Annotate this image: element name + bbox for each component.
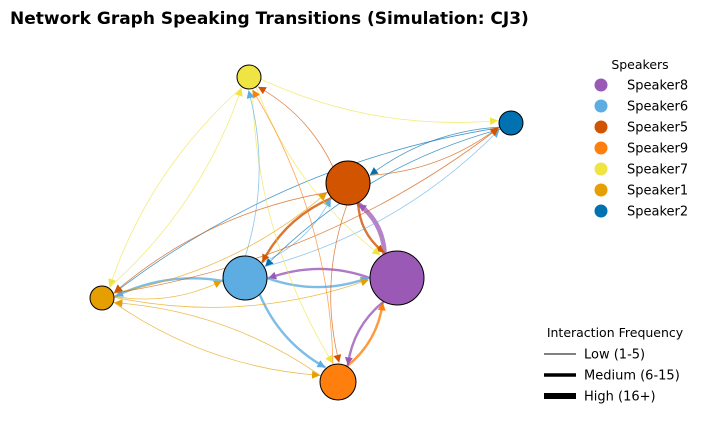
frequency-legend: Interaction Frequency Low (1-5) Medium (6… (544, 325, 684, 405)
edge-speaker5-to-speaker9 (330, 204, 348, 363)
speakers-legend-title: Speakers (611, 57, 668, 72)
page-title: Network Graph Speaking Transitions (Simu… (10, 9, 529, 29)
edge-speaker8-to-speaker9 (344, 300, 385, 366)
edge-speaker1-to-speaker7 (108, 87, 243, 289)
speaker-legend-label: Speaker2 (627, 205, 688, 220)
edge-speaker6-to-speaker2 (263, 129, 500, 268)
edge-speaker1-to-speaker6 (113, 280, 222, 300)
edge-speaker1-to-speaker2 (112, 128, 499, 294)
edge-speaker6-to-speaker7 (245, 90, 260, 257)
node-speaker5[interactable] (325, 160, 371, 206)
edge-speaker1-to-speaker5 (112, 192, 327, 294)
speaker-legend-label: Speaker7 (627, 163, 688, 178)
nodes-layer (89, 64, 524, 401)
speaker-legend-label: Speaker8 (627, 79, 688, 94)
frequency-legend-item: Medium (6-15) (544, 369, 680, 384)
edge-speaker5-to-speaker1 (114, 191, 329, 293)
edges-layer (108, 78, 501, 379)
edge-speaker2-to-speaker1 (114, 127, 501, 293)
frequency-legend-title: Interaction Frequency (547, 325, 684, 340)
speaker-legend-swatch (594, 204, 608, 218)
edge-speaker7-to-speaker9 (252, 88, 333, 364)
edge-speaker5-to-speaker2 (368, 127, 499, 176)
speaker-legend-swatch (594, 183, 608, 197)
edge-speaker7-to-speaker8 (255, 86, 381, 256)
speaker-legend-swatch (594, 120, 608, 134)
frequency-legend-item: High (16+) (544, 390, 656, 405)
speaker-legend-swatch (594, 162, 608, 176)
speaker-legend-swatch (594, 99, 608, 113)
node-speaker7[interactable] (236, 64, 262, 90)
edge-speaker8-to-speaker6 (267, 267, 372, 280)
node-speaker9[interactable] (319, 363, 357, 401)
edge-speaker5-to-speaker7 (257, 86, 334, 168)
edge-speaker6-to-speaker9 (258, 293, 326, 369)
speaker-legend-item: Speaker6 (594, 99, 688, 115)
speaker-legend-label: Speaker1 (627, 184, 688, 199)
edge-speaker2-to-speaker6 (265, 128, 501, 267)
frequency-legend-label: High (16+) (584, 390, 656, 405)
edge-speaker2-to-speaker5 (369, 126, 501, 176)
edge-speaker1-to-speaker8 (113, 278, 369, 308)
edge-speaker6-to-speaker5 (260, 198, 331, 264)
node-speaker8[interactable] (369, 250, 425, 306)
speaker-legend-item: Speaker5 (594, 120, 688, 136)
edge-speaker7-to-speaker1 (108, 86, 243, 288)
edge-speaker9-to-speaker8 (345, 302, 386, 368)
edge-speaker5-to-speaker6 (261, 196, 333, 263)
edge-speaker7-to-speaker2 (260, 78, 498, 126)
frequency-legend-item: Low (1-5) (544, 348, 645, 363)
speaker-legend-item: Speaker1 (594, 183, 688, 199)
speaker-legend-swatch (594, 141, 608, 155)
edge-speaker1-to-speaker9 (112, 301, 320, 379)
frequency-legend-label: Medium (6-15) (584, 369, 680, 384)
node-speaker2[interactable] (498, 110, 524, 136)
speaker-legend-label: Speaker6 (627, 100, 688, 115)
speaker-legend-item: Speaker7 (594, 162, 688, 178)
speaker-legend-swatch (594, 78, 608, 92)
speaker-legend-item: Speaker9 (594, 141, 688, 157)
edge-speaker9-to-speaker1 (114, 299, 322, 377)
edge-speaker9-to-speaker7 (252, 89, 334, 366)
speaker-legend-item: Speaker2 (594, 204, 688, 220)
node-speaker6[interactable] (222, 255, 268, 301)
edge-speaker6-to-speaker8 (265, 276, 370, 289)
speakers-legend: Speakers Speaker8Speaker6Speaker5Speaker… (594, 57, 688, 220)
speaker-legend-item: Speaker8 (594, 78, 688, 94)
node-speaker1[interactable] (89, 285, 115, 311)
speaker-legend-label: Speaker5 (627, 121, 688, 136)
speaker-legend-label: Speaker9 (627, 142, 688, 157)
frequency-legend-label: Low (1-5) (584, 348, 645, 363)
